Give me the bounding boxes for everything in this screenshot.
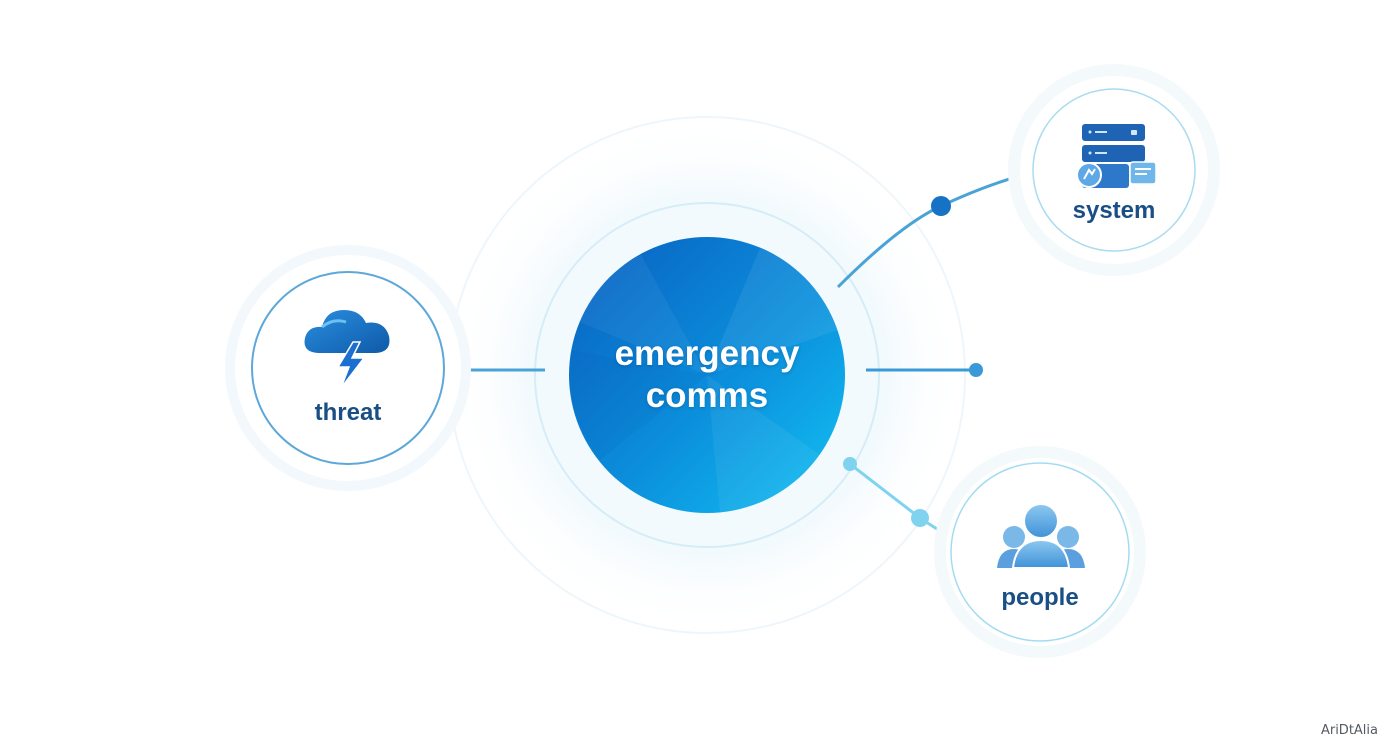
threat-label: threat: [314, 399, 382, 426]
connector-right-dot: [969, 363, 983, 377]
storm-cloud-lightning-icon: [304, 310, 390, 389]
watermark: AriDtAlia: [1320, 723, 1378, 738]
hub-node: [569, 237, 845, 513]
hub-middle-ring: [534, 202, 880, 548]
user-group-icon: [997, 503, 1085, 569]
people-label: people: [1001, 584, 1079, 611]
hub-title-line1: emergency: [614, 334, 800, 373]
system-label: system: [1072, 197, 1156, 224]
connector-people-dot-2: [911, 509, 929, 527]
hub-title-line2: comms: [645, 376, 769, 415]
connector-system-dot: [931, 196, 951, 216]
hub-title: emergency comms: [615, 333, 800, 417]
connector-people-dot-1: [843, 457, 857, 471]
server-rack-icon: [1076, 124, 1157, 188]
